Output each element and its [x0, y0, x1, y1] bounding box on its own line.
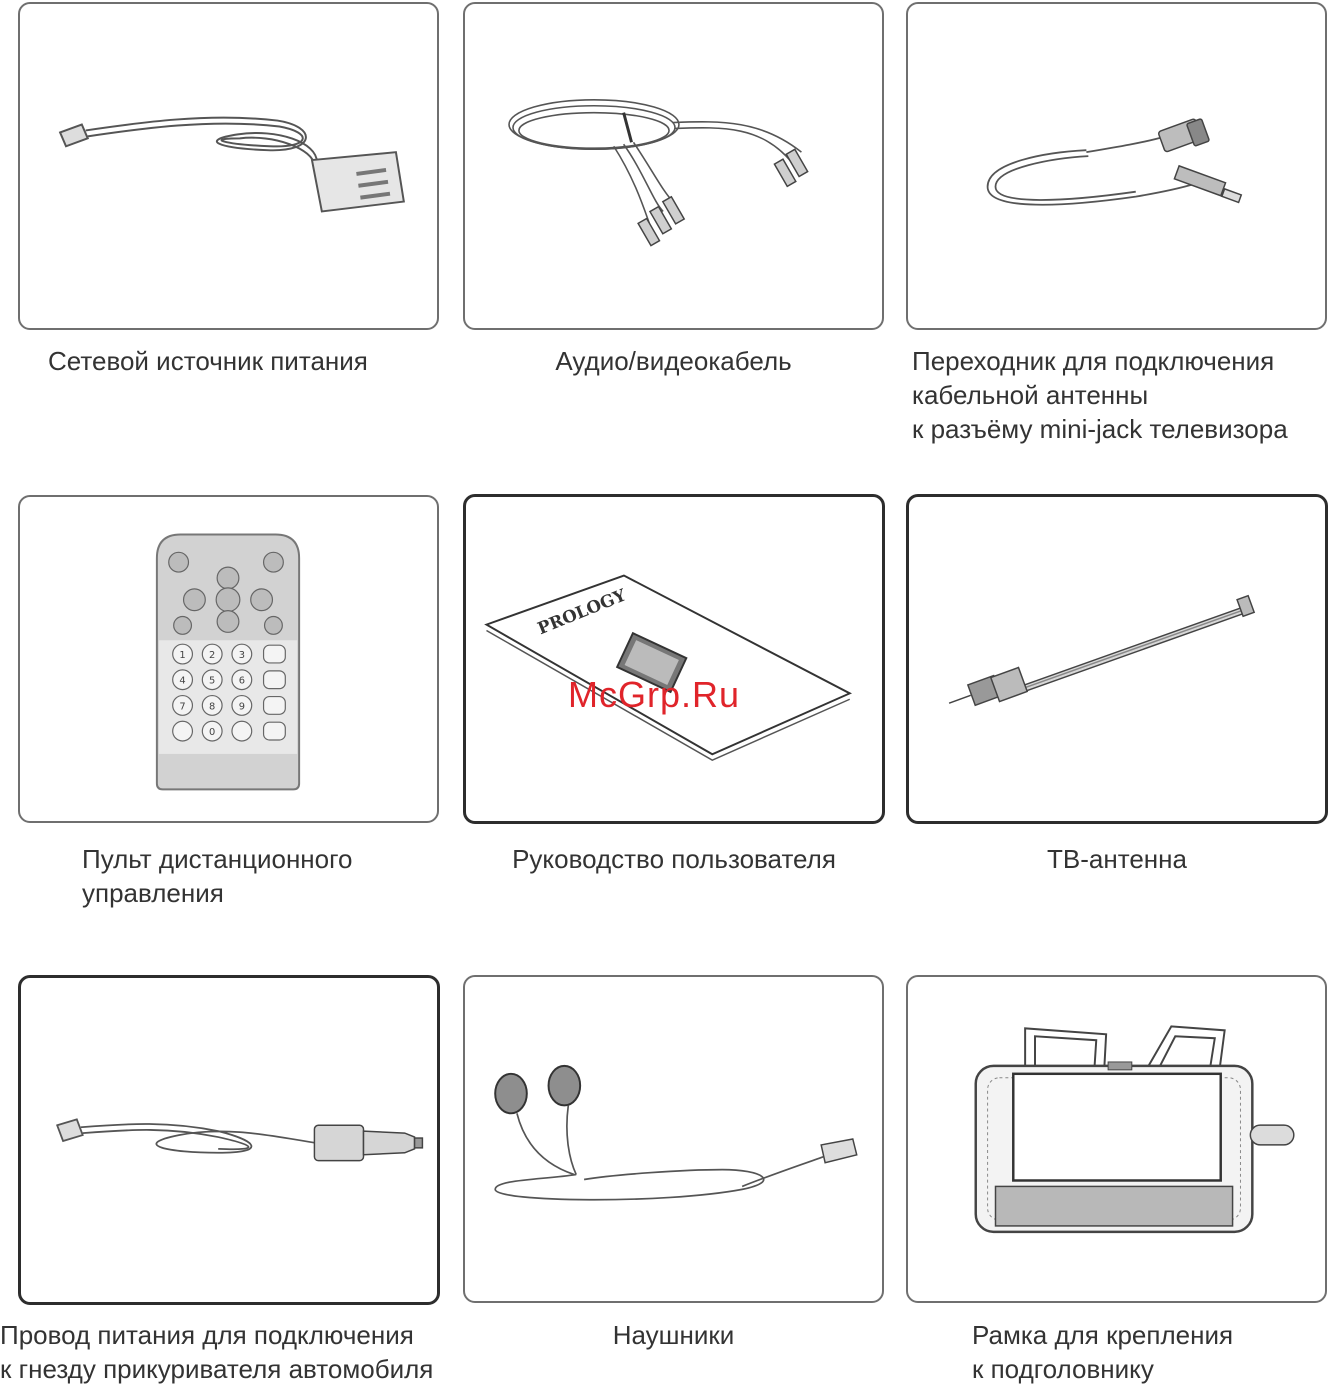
caption-tv-antenna: ТВ-антенна [906, 842, 1328, 876]
caption-av-cable: Аудио/видеокабель [463, 344, 884, 378]
watermark: McGrp.Ru [568, 674, 741, 715]
caption-headphones: Наушники [463, 1318, 884, 1352]
caption-power-adapter: Сетевой источник питания [48, 344, 368, 378]
caption-line: Наушники [612, 1320, 735, 1350]
remote-key: 9 [239, 701, 245, 712]
remote-illustration: 1 2 3 4 5 6 7 8 9 0 [155, 533, 301, 791]
remote-keypad [172, 643, 286, 742]
caption-line: Аудио/видеокабель [555, 346, 792, 376]
caption-line: Переходник для подключения [912, 346, 1275, 376]
car-cable-illustration [56, 1118, 424, 1162]
panel-antenna-adapter [906, 2, 1327, 330]
remote-key: 7 [179, 701, 185, 712]
caption-line: Пульт дистанционного [82, 844, 353, 874]
caption-line: к гнезду прикуривателя автомобиля [0, 1354, 434, 1384]
tv-antenna-illustration [948, 594, 1256, 707]
caption-antenna-adapter: Переходник для подключения кабельной ант… [912, 344, 1288, 446]
caption-line: к разъёму mini-jack телевизора [912, 414, 1288, 444]
caption-line: управления [82, 878, 224, 908]
caption-line: к подголовнику [972, 1354, 1154, 1384]
remote-key: 1 [179, 650, 185, 661]
caption-manual: Руководство пользователя [463, 842, 885, 876]
caption-line: Руководство пользователя [512, 844, 836, 874]
antenna-adapter-illustration [986, 118, 1243, 206]
remote-key: 8 [209, 701, 215, 712]
panel-av-cable [463, 2, 884, 330]
panel-power-adapter [18, 2, 439, 330]
remote-key: 3 [239, 650, 245, 661]
headrest-frame-illustration [974, 1025, 1295, 1234]
caption-line: Рамка для крепления [972, 1320, 1234, 1350]
remote-key: 0 [209, 727, 215, 738]
panel-tv-antenna [906, 494, 1328, 824]
remote-key: 5 [209, 676, 215, 687]
remote-key: 4 [179, 676, 185, 687]
panel-manual: PROLOGY [463, 494, 885, 824]
caption-line: Сетевой источник питания [48, 346, 368, 376]
caption-headrest-frame: Рамка для крепления к подголовнику [972, 1318, 1233, 1386]
panel-remote: 1 2 3 4 5 6 7 8 9 0 [18, 495, 439, 823]
panel-headrest-frame [906, 975, 1327, 1303]
av-cable-illustration [508, 99, 809, 247]
caption-car-cable: Провод питания для подключения к гнезду … [0, 1318, 433, 1386]
panel-headphones [463, 975, 884, 1303]
remote-key: 6 [239, 676, 245, 687]
manual-illustration: PROLOGY [484, 574, 853, 761]
caption-line: ТВ-антенна [1047, 844, 1187, 874]
power-adapter-illustration [58, 116, 405, 213]
panel-car-cable [18, 975, 440, 1305]
caption-remote: Пульт дистанционного управления [82, 842, 353, 910]
caption-line: кабельной антенны [912, 380, 1149, 410]
caption-line: Провод питания для подключения [0, 1320, 414, 1350]
remote-key: 2 [209, 650, 215, 661]
headphones-illustration [494, 1064, 858, 1201]
